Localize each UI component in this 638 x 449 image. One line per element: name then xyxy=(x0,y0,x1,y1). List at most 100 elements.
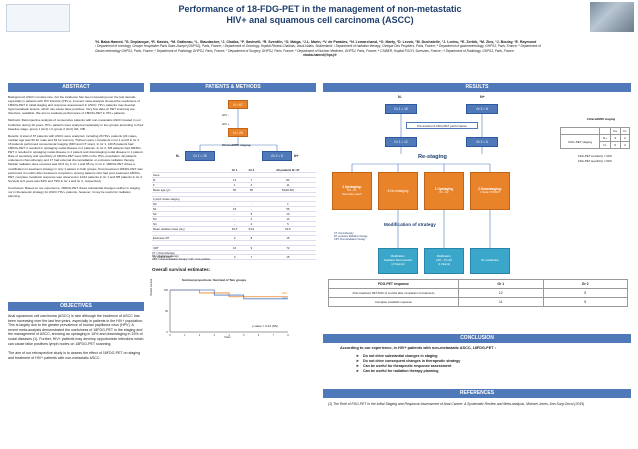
authors-block: ¹N. Baba Hamed, ²G. Deplanque, ³R. Kassi… xyxy=(95,40,545,58)
table-cell: 54(46-60) xyxy=(259,187,316,193)
downstaging-detail: 1 Node CT/FDG? xyxy=(479,191,501,194)
results-nneg: N- xyxy=(398,95,402,99)
table-cell xyxy=(226,172,243,178)
table-cell: 63.9 xyxy=(243,226,260,233)
table-cell xyxy=(226,240,243,246)
table-row xyxy=(152,192,316,198)
objectives-header: OBJECTIVES xyxy=(8,302,144,311)
table-cell: - xyxy=(226,216,243,223)
table-cell: 1 xyxy=(259,201,316,208)
table-cell: 3 xyxy=(226,254,243,260)
downstaging-box: 2 Downstaging: 1 Node CT/FDG? xyxy=(470,172,510,210)
institution-logo xyxy=(6,4,70,32)
restaging-label: Re-staging xyxy=(418,154,447,160)
table-cell xyxy=(243,231,260,237)
abbrev-legend: CT: chemotherapy RT: exclusive Radiation… xyxy=(334,232,368,241)
abstract-body: Background: ASCC remains rare, but the i… xyxy=(8,95,144,198)
table-cell: 7 xyxy=(243,177,260,183)
conclusion-list: ➤ Do not drive substantial changes in st… xyxy=(356,354,460,374)
table-cell xyxy=(226,192,243,198)
legend-gr1: GR 1 xyxy=(282,292,288,295)
flow-arrows xyxy=(199,109,278,151)
objectives-p2: The aim of our retrospective study is to… xyxy=(8,351,141,360)
table-cell: 63.5 xyxy=(226,226,243,233)
table-cell xyxy=(259,240,316,246)
table-cell: 56 xyxy=(259,206,316,213)
pet-performance-box: Pre-treatment FDG-PET performance xyxy=(406,122,478,129)
legend-gr2: GR 2 xyxy=(282,297,288,300)
upstaging2-detail: N1→N2 xyxy=(439,191,449,194)
n20-box: N = 20 xyxy=(228,128,248,137)
x-tick-label: 0 xyxy=(169,334,171,337)
table-cell xyxy=(259,196,316,203)
res-gr2-6: Gr 2 = 6 xyxy=(466,137,498,147)
hiv-pos-label: HIV + xyxy=(222,122,230,126)
table-cell xyxy=(259,231,316,237)
table-cell: F xyxy=(152,182,227,188)
survival-pvalue: p value = 0.44 (NS) xyxy=(252,324,278,328)
table-cell: 1 xyxy=(226,182,243,188)
table-cell xyxy=(243,196,260,203)
table-cell: 2 xyxy=(243,221,260,228)
pet-sensitivity: FDG-PET sensitivity = 93% xyxy=(578,154,612,158)
modification-label: Modification of strategy xyxy=(384,222,436,227)
table-cell: - xyxy=(226,221,243,228)
table-cell: 2 xyxy=(243,182,260,188)
table-cell xyxy=(152,250,227,255)
y-tick-label: 0 xyxy=(167,330,169,334)
n-pos-label: N+ xyxy=(294,154,299,158)
table-legend: CT = chemotherapy RT = Radiation therapy… xyxy=(152,252,211,262)
table-row: Lymph nodes staging xyxy=(152,196,316,203)
abstract-header: ABSTRACT xyxy=(8,83,144,92)
upstaging2-box: 1 Upstaging N1→N2 xyxy=(424,172,464,210)
table-row xyxy=(152,240,316,246)
table-cell: 15 xyxy=(226,206,243,213)
table-cell xyxy=(243,192,260,198)
gr2-box: Gr 2 = 5 xyxy=(262,151,292,161)
table-cell: 63.6 xyxy=(259,226,316,233)
res-gr1-12: Gr 1 = 12 xyxy=(385,137,417,147)
table-cell: 8 xyxy=(243,235,260,242)
n67-box: N = 67 xyxy=(228,100,248,109)
mod-ct-box: Modification: CRT→CT+RT (1 Patient) xyxy=(424,248,464,274)
table-cell: 50 xyxy=(226,187,243,193)
table-cell xyxy=(152,168,227,173)
table-cell: 7 xyxy=(243,254,260,260)
table-cell: - xyxy=(226,201,243,208)
survival-ylabel: Percent survival xyxy=(150,278,153,296)
hospital-photo xyxy=(590,2,634,32)
no-restaging-box: 8 No restaging xyxy=(378,172,418,210)
table-row xyxy=(152,231,316,237)
table-cell: N2 xyxy=(152,211,227,218)
table-cell: - xyxy=(226,211,243,218)
y-tick-label: 50 xyxy=(165,309,168,313)
results-arrows xyxy=(351,114,491,248)
abstract-background: Background: ASCC remains rare, but the i… xyxy=(8,95,140,116)
table-cell: Mean radiation dose (Gy) xyxy=(152,226,227,233)
table-cell: Gr 1 xyxy=(226,168,243,173)
table-cell xyxy=(226,231,243,237)
table-cell: Gr 2 xyxy=(243,168,260,173)
patients-header: PATIENTS & METHODS xyxy=(150,83,316,92)
table-cell: 72 xyxy=(259,245,316,251)
objectives-p1: Anal squamous cell carcinoma (ASCC) is r… xyxy=(8,314,144,346)
hiv-neg-label: HIV - xyxy=(222,113,229,117)
table-cell: 15 xyxy=(259,254,316,260)
series-line-2 xyxy=(170,289,288,300)
table-cell xyxy=(152,240,227,246)
email: nbaba-hamed@hpsj.fr xyxy=(303,53,337,58)
table-cell: 9 xyxy=(243,245,260,251)
upstaging-title: 2 Upstaging: xyxy=(342,185,362,189)
references-header: REFERENCES xyxy=(323,389,631,398)
series-line-1 xyxy=(170,289,288,298)
table-cell: 13 xyxy=(259,216,316,223)
table-cell: 84 xyxy=(259,177,316,183)
table-cell xyxy=(243,172,260,178)
